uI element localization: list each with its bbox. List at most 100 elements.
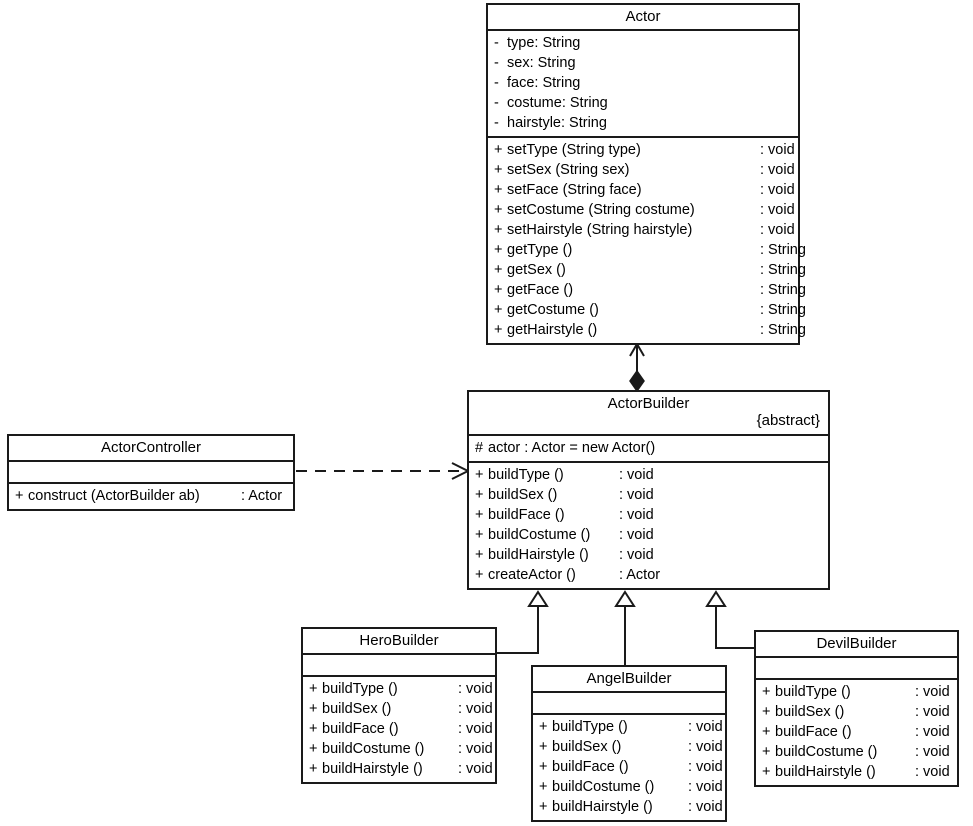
member-visibility: + [539,739,548,755]
member-visibility: + [762,744,771,760]
member-return-type: : void [915,684,950,700]
member-return-type: : void [688,779,723,795]
member-return-type: : void [688,719,723,735]
member-signature: buildType () [775,684,851,700]
class-member: -hairstyle: String [488,113,798,133]
member-signature: face [507,75,535,91]
member-visibility: + [762,684,771,700]
class-member: -costume: String [488,93,798,113]
member-visibility: + [494,302,503,318]
member-signature: buildCostume () [322,741,425,757]
member-visibility: + [494,262,503,278]
class-member: +buildSex (): void [533,737,725,757]
class-title-devilbuilder: DevilBuilder [816,635,897,652]
member-visibility: - [494,55,499,71]
class-member: +setCostume (String costume): void [488,200,798,220]
class-member: +buildSex (): void [303,699,495,719]
member-signature: getType () [507,242,573,258]
methods-compartment-actorbuilder: +buildType (): void+buildSex (): void+bu… [469,461,828,588]
member-visibility: + [494,282,503,298]
class-member: +construct (ActorBuilder ab): Actor [9,486,293,506]
member-signature: costume [507,95,562,111]
attributes-compartment-devilbuilder [756,656,957,678]
member-visibility: + [539,759,548,775]
member-return-type: : String [760,262,806,278]
class-member: +getFace () : String [488,280,806,300]
member-signature: setSex (String sex) [507,162,630,178]
class-box-actorcontroller[interactable]: ActorController +construct (ActorBuilder… [7,434,295,511]
member-return-type: : void [619,547,654,563]
attributes-compartment-angelbuilder [533,691,725,713]
member-return-type: : String [760,282,806,298]
member-return-type: : void [458,741,493,757]
methods-compartment-actor: +setType (String type): void+setSex (Str… [488,136,806,343]
member-return-type: : Actor [241,488,283,504]
member-visibility: + [494,222,503,238]
attributes-compartment-actorcontroller [9,460,293,482]
class-member: +buildFace () : void [533,757,725,777]
member-visibility: + [475,547,484,563]
member-signature: buildCostume () [775,744,878,760]
member-return-type: : void [760,182,795,198]
member-signature: buildCostume () [552,779,655,795]
member-visibility: + [494,242,503,258]
member-visibility: + [309,721,318,737]
member-visibility: + [494,202,503,218]
dependency-actorcontroller-actorbuilder [296,462,471,480]
class-box-angelbuilder[interactable]: AngelBuilder +buildType (): void+buildSe… [531,665,727,822]
class-member: -type: String [488,33,798,53]
member-signature: buildSex () [322,701,392,717]
member-return-type: : String [561,115,607,131]
member-visibility: + [309,761,318,777]
member-visibility: + [539,779,548,795]
member-return-type: : String [760,322,806,338]
member-signature: buildSex () [775,704,845,720]
member-signature: buildFace () [552,759,629,775]
member-signature: buildSex () [552,739,622,755]
member-signature: buildType () [322,681,398,697]
class-box-actorbuilder[interactable]: ActorBuilder {abstract} #actor : Actor =… [467,390,830,590]
class-member: +getHairstyle (): String [488,320,806,340]
member-visibility: + [539,799,548,815]
member-visibility: # [475,440,484,456]
class-member: +buildSex (): void [756,702,957,722]
member-return-type: : void [688,759,723,775]
member-visibility: + [475,507,484,523]
member-return-type: : String [534,35,581,51]
member-return-type: : String [760,302,806,318]
member-return-type: : void [915,764,950,780]
member-return-type: : void [458,721,493,737]
member-visibility: + [309,681,318,697]
class-member: -sex: String [488,53,798,73]
member-visibility: + [475,487,484,503]
member-visibility: + [494,322,503,338]
member-signature: getFace () [507,282,574,298]
member-signature: getCostume () [507,302,599,318]
class-box-actor[interactable]: Actor -type: String-sex: String-face: St… [486,3,806,345]
methods-compartment-herobuilder: +buildType (): void+buildSex (): void+bu… [303,675,495,782]
member-visibility: - [494,115,499,131]
member-signature: setCostume (String costume) [507,202,695,218]
class-member: +getSex () : String [488,260,806,280]
attributes-compartment-actor: -type: String-sex: String-face: String-c… [488,29,798,136]
class-title-actorcontroller: ActorController [100,439,202,456]
class-member: +buildType () : void [756,682,957,702]
class-member: +setType (String type): void [488,140,798,160]
member-return-type: : void [915,744,950,760]
member-signature: hairstyle [507,115,561,131]
member-signature: getSex () [507,262,566,278]
member-signature: buildSex () [488,487,558,503]
class-member: +buildCostume (): void [469,525,828,545]
composition-actorbuilder-actor [629,342,645,393]
class-member: #actor : Actor = new Actor() [469,438,828,458]
class-box-herobuilder[interactable]: HeroBuilder +buildType (): void+buildSex… [301,627,497,784]
member-return-type: : String [529,55,576,71]
class-member: -face: String [488,73,798,93]
class-box-devilbuilder[interactable]: DevilBuilder +buildType (): void+buildSe… [754,630,959,787]
class-member: +getType (): String [488,240,806,260]
attributes-compartment-herobuilder [303,653,495,675]
class-member: +getCostume () : String [488,300,806,320]
class-member: +setSex (String sex): void [488,160,798,180]
member-visibility: + [494,182,503,198]
